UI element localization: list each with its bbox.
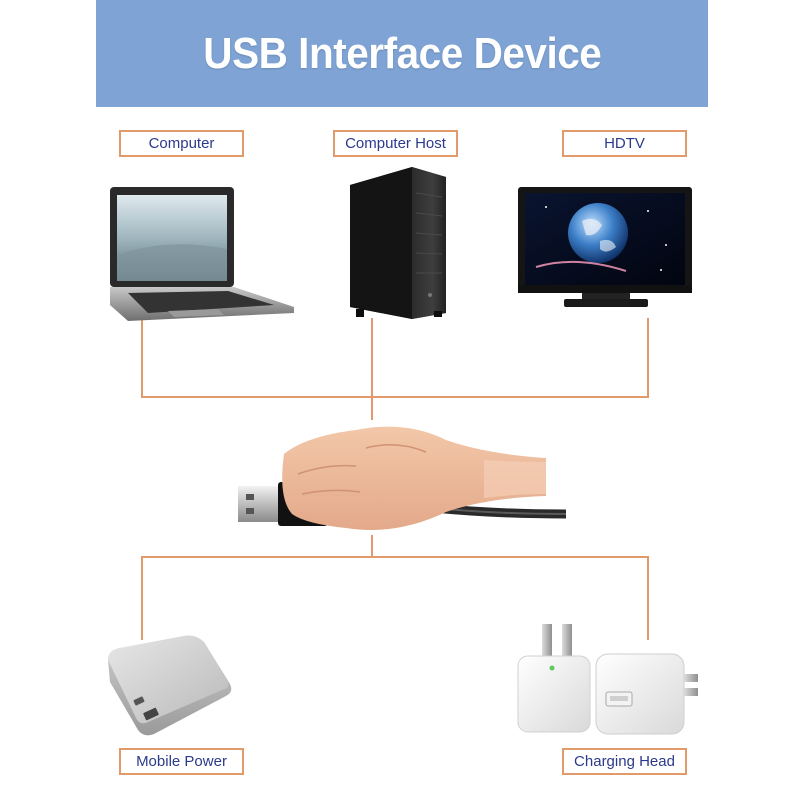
charging-adapter-icon (517, 624, 698, 735)
line-top-right (372, 318, 649, 398)
label-mobile-power: Mobile Power (119, 748, 244, 775)
label-computer-host: Computer Host (333, 130, 458, 157)
label-hdtv: HDTV (562, 130, 687, 157)
label-mobile-power-text: Mobile Power (136, 753, 227, 770)
label-charging-head: Charging Head (562, 748, 687, 775)
computer-tower-icon (350, 167, 446, 319)
label-computer-host-text: Computer Host (345, 135, 446, 152)
laptop-icon (110, 187, 294, 321)
line-bottom-left (141, 556, 649, 640)
page-title: USB Interface Device (202, 28, 602, 78)
label-computer-text: Computer (148, 135, 215, 152)
usb-cable-hand-icon (238, 426, 567, 530)
label-charging-head-text: Charging Head (574, 753, 675, 770)
title-banner: USB Interface Device (96, 0, 708, 107)
power-bank-icon (108, 635, 232, 736)
label-hdtv-text: HDTV (604, 135, 645, 152)
line-top-left (141, 320, 372, 398)
tv-icon (518, 187, 692, 307)
label-computer: Computer (119, 130, 244, 157)
